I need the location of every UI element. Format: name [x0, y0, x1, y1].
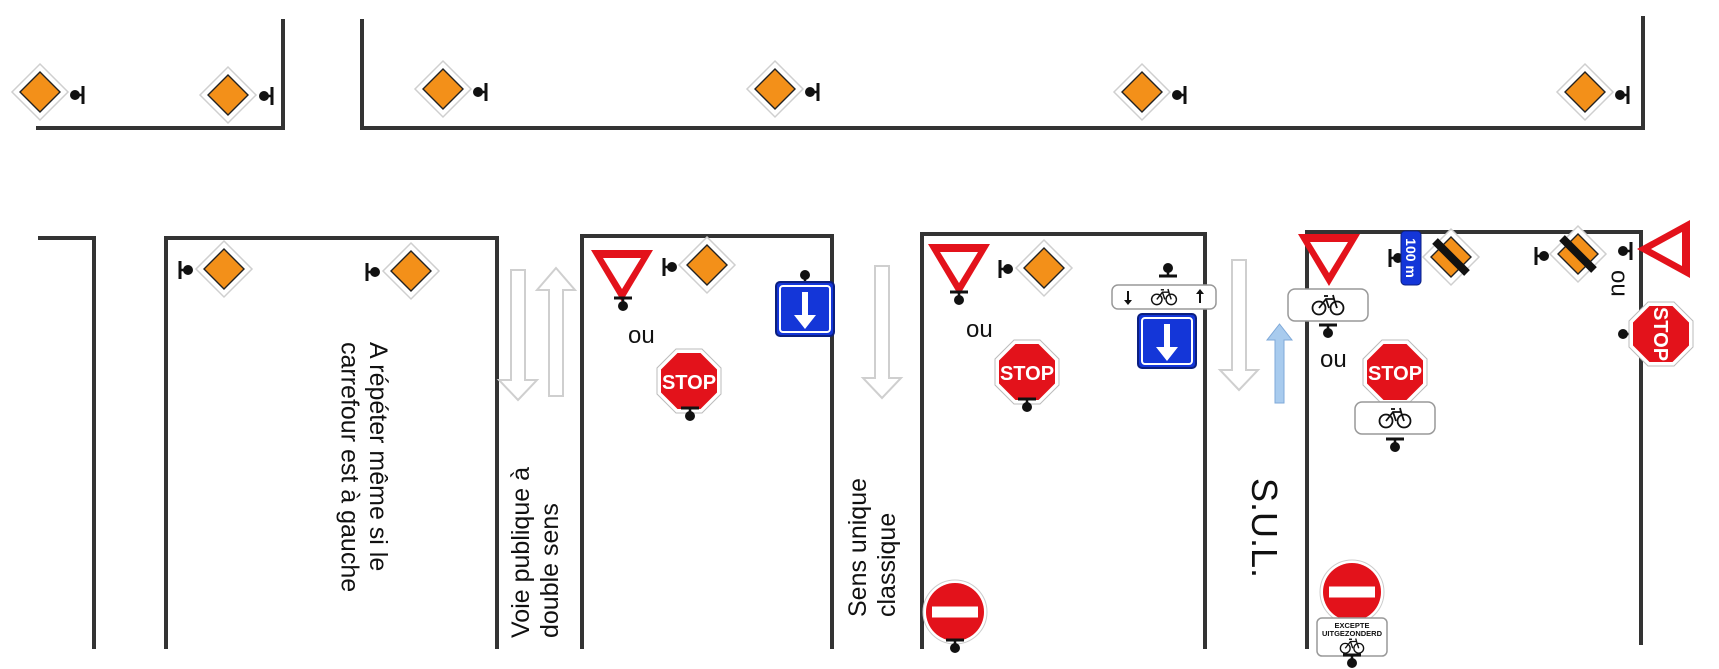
- bicycle-plate: [1287, 288, 1369, 322]
- block-3-signs: STOP: [922, 239, 1217, 655]
- stop-sign-text: STOP: [1000, 363, 1054, 385]
- stop-sign-text: STOP: [1368, 363, 1422, 385]
- priority-road-sign: [11, 63, 69, 121]
- stop-sign: STOP: [994, 339, 1060, 405]
- one-way-label: Sens unique classique: [844, 477, 901, 617]
- ou-label-block-2: ou: [628, 322, 655, 349]
- bottom-left-corner: [38, 236, 96, 649]
- except-line-2: UITGEZONDERD: [1322, 629, 1383, 638]
- stop-sign: STOP: [1362, 339, 1428, 405]
- priority-road-sign: [746, 60, 804, 118]
- two-way-arrows: [496, 266, 578, 402]
- sul-label: S.U.L.: [1244, 478, 1285, 579]
- yield-sign: [591, 250, 653, 302]
- yield-sign-sideways: [1637, 220, 1690, 278]
- ou-label-block-3: ou: [966, 316, 993, 343]
- priority-road-sign: [1556, 63, 1614, 121]
- priority-road-sign: [678, 236, 736, 294]
- stop-sign-text: STOP: [662, 372, 716, 394]
- top-right-road-edge: [360, 16, 1645, 130]
- distance-plate: 100 m: [1400, 230, 1422, 286]
- stop-sign-text: STOP: [1649, 307, 1671, 361]
- ou-label-vertical: ou: [1605, 270, 1633, 297]
- down-arrow: [496, 269, 540, 402]
- top-left-road-edge: [36, 19, 285, 130]
- priority-road-sign: [1113, 63, 1171, 121]
- block-1-edge: [164, 236, 499, 649]
- except-bicycles-plate: EXCEPTE UITGEZONDERD: [1316, 617, 1388, 657]
- priority-road-sign: [1015, 239, 1073, 297]
- one-way-arrow: [860, 265, 904, 400]
- except-line-1: EXCEPTE: [1334, 621, 1369, 630]
- no-entry-sign: [922, 579, 988, 645]
- block-2-signs: STOP: [591, 236, 834, 423]
- priority-road-sign: [414, 60, 472, 118]
- priority-road-sign: [199, 66, 257, 124]
- two-way-label: Voie publique à double sens: [507, 467, 564, 638]
- block-4-edge: [1305, 230, 1643, 649]
- stop-sign-sideways: STOP: [1628, 301, 1694, 367]
- bicycle-plate: [1354, 401, 1436, 435]
- no-entry-sign: [1319, 559, 1385, 625]
- block-4-signs: 100 m STOP STOP EXCEPTE UITGEZONDERD: [1287, 220, 1694, 669]
- priority-road-sign: [195, 240, 253, 298]
- stop-sign: STOP: [656, 348, 722, 414]
- sul-bike-arrow: [1265, 323, 1294, 404]
- end-priority-road-sign: [1550, 226, 1606, 282]
- top-priority-signs: [11, 60, 1630, 124]
- up-arrow: [534, 266, 578, 397]
- sul-down-arrow: [1217, 259, 1261, 392]
- bicycle-exception-plate: [1111, 284, 1217, 310]
- distance-plate-text: 100 m: [1403, 238, 1419, 278]
- one-way-sign: [776, 282, 834, 336]
- block-1-signs: [178, 240, 440, 300]
- road-edges: [36, 16, 1645, 649]
- repeat-note-label: A répéter même si le carrefour est à gau…: [335, 342, 392, 593]
- end-priority-road-sign: [1423, 229, 1479, 285]
- one-way-sign: [1138, 314, 1196, 368]
- block-3-edge: [920, 232, 1207, 649]
- block-2-edge: [580, 234, 834, 649]
- ou-label-block-4: ou: [1320, 346, 1347, 373]
- priority-road-sign: [382, 242, 440, 300]
- yield-sign: [928, 244, 990, 296]
